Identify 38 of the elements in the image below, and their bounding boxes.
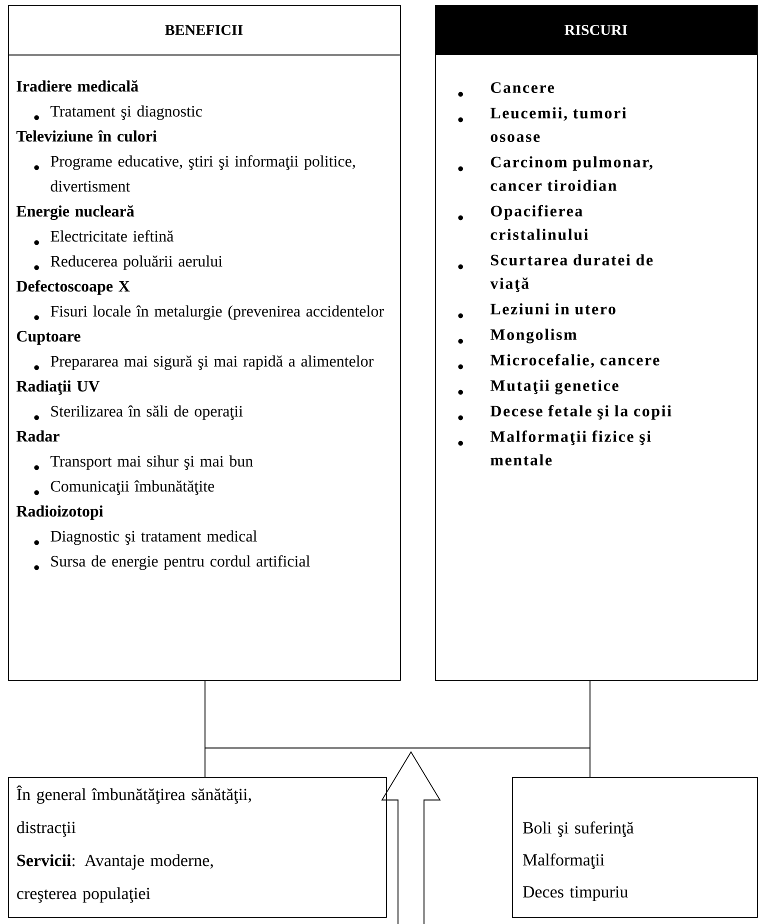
- bullet-item: Comunicaţii îmbunătăţite: [50, 480, 214, 495]
- bullet-item: Scurtarea duratei de viaţă: [490, 254, 653, 292]
- bullet-item: Programe educative, ştiri şi informaţii politice, divertisment: [50, 155, 355, 192]
- bullet-item: Fisuri locale în metalurgie (prevenirea accidentelor: [50, 305, 384, 320]
- list-heading: Radioizotopi: [16, 505, 104, 520]
- bullet-item: Prepararea mai sigură şi mai rapidă a alimentelor: [50, 355, 374, 370]
- list-heading: Iradiere medicală: [16, 80, 138, 92]
- bullet-item: Leucemii, tumori osoase: [490, 107, 626, 142]
- bullet-item: Electricitate ieftină: [50, 230, 174, 242]
- list-heading: Radar: [16, 430, 60, 442]
- bullet-item: Mongolism: [490, 328, 577, 344]
- summary-text: Servicii: Avantaje moderne, creşterea populaţiei: [17, 854, 213, 903]
- bullet-item: Sterilizarea în săli de operaţii: [51, 405, 243, 420]
- bullet-item: Malformaţii fizice şi mentale: [490, 430, 651, 466]
- bullet-item: Tratament şi diagnostic: [50, 105, 202, 120]
- list-heading: Radiaţii UV: [16, 380, 100, 395]
- summary-text: Deces timpuriu: [522, 886, 628, 902]
- bullet-item: Leziuni in utero: [490, 303, 616, 314]
- list-heading: Televiziune în culori: [16, 130, 157, 142]
- summary-text: Boli şi suferinţă: [522, 821, 634, 838]
- bullet-item: Diagnostic şi tratament medical: [50, 530, 257, 545]
- list-heading: Defectoscoape X: [16, 280, 130, 295]
- summary-text: În general îmbunătăţirea sănătăţii, distracţii: [16, 785, 251, 837]
- box-heading: BENEFICII: [165, 24, 243, 36]
- bullet-item: Carcinom pulmonar, cancer tiroidian: [490, 156, 652, 191]
- bullet-item: Reducerea poluării aerului: [50, 255, 222, 270]
- bullet-item: Transport mai sihur şi mai bun: [50, 455, 253, 470]
- list-heading: Energie nucleară: [16, 205, 134, 220]
- summary-text: Malformaţii: [522, 853, 604, 870]
- bullet-item: Opacifierea cristalinului: [490, 205, 588, 240]
- list-heading: Cuptoare: [16, 330, 80, 345]
- box-heading: RISCURI: [435, 5, 757, 55]
- bullet-item: Sursa de energie pentru cordul artificial: [51, 555, 310, 570]
- bullet-item: Cancere: [490, 82, 554, 93]
- connector-line: [204, 680, 206, 778]
- bullet-item: Mutaţii genetice: [490, 380, 618, 394]
- bullet-item: Decese fetale şi la copii: [490, 405, 672, 420]
- bullet-item: Microcefalie, cancere: [490, 354, 660, 368]
